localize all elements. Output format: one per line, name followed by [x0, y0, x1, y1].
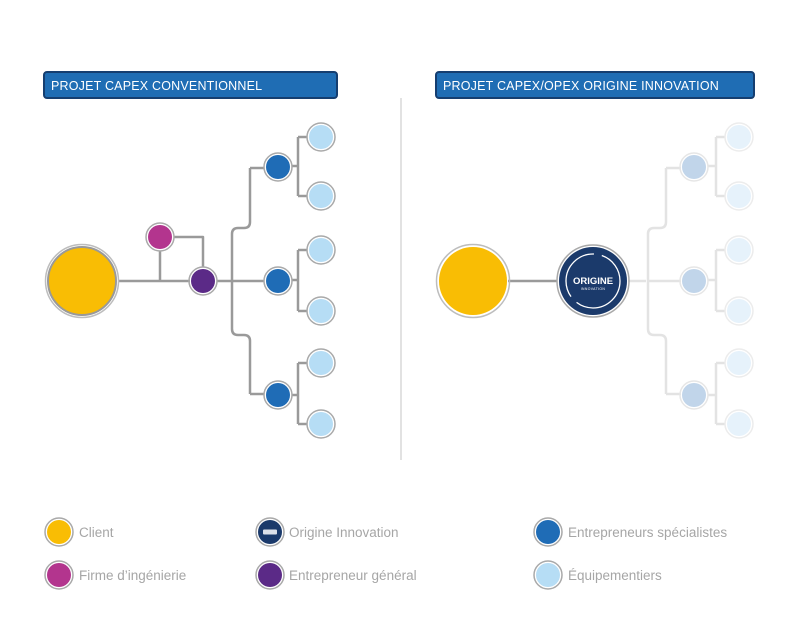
- equipment-supplier-node: [306, 296, 336, 326]
- equipment-supplier-node-faded: [724, 181, 754, 211]
- legend-label-entrepreneur-general: Entrepreneur général: [289, 568, 417, 583]
- origine-innovation-node: ORIGINE INNOVATION: [556, 244, 630, 318]
- legend-item-firme-ingenierie: Firme d’ingénierie: [44, 560, 186, 590]
- legend: Client Origine Innovation Entrepreneurs …: [44, 517, 727, 590]
- right-connectors-faded: [628, 135, 725, 426]
- engineering-firm-node: [148, 225, 172, 249]
- legend-label-equipementiers: Équipementiers: [568, 568, 662, 583]
- legend-item-entrepreneurs-specialistes: Entrepreneurs spécialistes: [533, 517, 727, 547]
- specialist-contractor-node: [263, 152, 293, 182]
- legend-label-firme-ingenierie: Firme d’ingénierie: [79, 568, 186, 583]
- logo-name: ORIGINE: [573, 276, 613, 287]
- legend-label-entrepreneurs-specialistes: Entrepreneurs spécialistes: [568, 525, 727, 540]
- equipment-supplier-node-faded: [724, 122, 754, 152]
- equipment-supplier-node-faded: [724, 235, 754, 265]
- specialist-contractor-node-faded: [679, 380, 709, 410]
- client-node-right-ring: [435, 243, 511, 319]
- general-contractor-node-ring: [188, 266, 218, 296]
- equipment-supplier-node-faded: [724, 348, 754, 378]
- specialist-contractor-node-faded: [679, 152, 709, 182]
- legend-item-equipementiers: Équipementiers: [533, 560, 662, 590]
- legend-label-client: Client: [79, 525, 114, 540]
- left-header-title: PROJET CAPEX CONVENTIONNEL: [51, 79, 262, 93]
- engineering-firm-node-ring: [145, 222, 175, 252]
- right-header: PROJET CAPEX/OPEX ORIGINE INNOVATION: [435, 71, 755, 99]
- equipment-supplier-node: [306, 409, 336, 439]
- left-header: PROJET CAPEX CONVENTIONNEL: [43, 71, 338, 99]
- equipment-supplier-node: [306, 348, 336, 378]
- logo-tagline: INNOVATION: [581, 287, 606, 291]
- equipment-supplier-node-faded: [724, 296, 754, 326]
- client-node-right: [439, 247, 507, 315]
- right-header-title: PROJET CAPEX/OPEX ORIGINE INNOVATION: [443, 79, 719, 93]
- legend-item-origine-innovation: Origine Innovation: [255, 517, 399, 547]
- right-nodes: ORIGINE INNOVATION: [435, 122, 754, 439]
- left-connectors: [118, 135, 307, 426]
- specialist-contractor-node: [263, 380, 293, 410]
- specialist-contractor-node-faded: [679, 266, 709, 296]
- equipment-supplier-node-faded: [724, 409, 754, 439]
- legend-item-entrepreneur-general: Entrepreneur général: [255, 560, 417, 590]
- specialist-contractor-node: [263, 266, 293, 296]
- left-nodes: [44, 122, 336, 439]
- equipment-supplier-node: [306, 181, 336, 211]
- equipment-supplier-node: [306, 122, 336, 152]
- origine-mini-logo-icon: [263, 529, 277, 535]
- client-node: [47, 246, 117, 316]
- general-contractor-node: [191, 269, 215, 293]
- equipment-supplier-node: [306, 235, 336, 265]
- legend-label-origine-innovation: Origine Innovation: [289, 525, 399, 540]
- client-node-ring: [44, 243, 120, 319]
- logo-ring-icon: [565, 253, 621, 309]
- legend-item-client: Client: [44, 517, 114, 547]
